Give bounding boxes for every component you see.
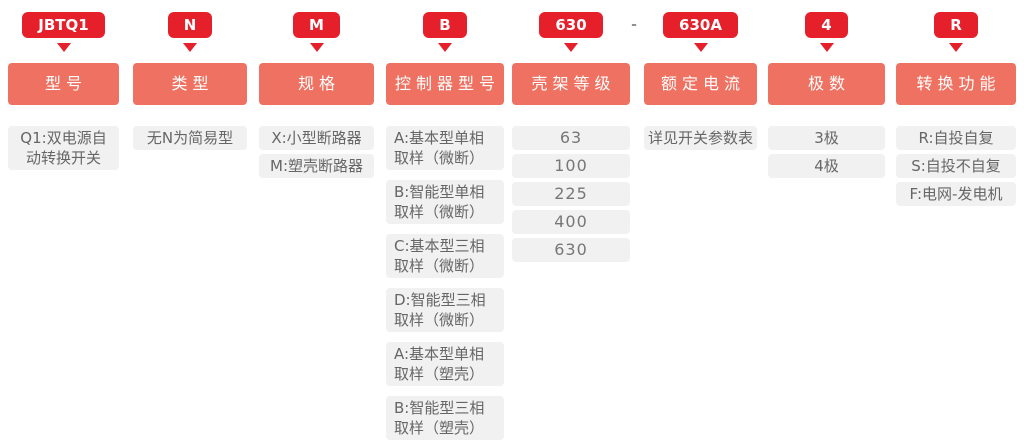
diagram-column-frame: 630 壳架等级 63 100 225 400 630 bbox=[512, 0, 630, 266]
option-box: F:电网-发电机 bbox=[896, 182, 1016, 206]
diagram-column-spec: M 规格 X:小型断路器 M:塑壳断路器 bbox=[259, 0, 374, 182]
code-badge-controller: B bbox=[423, 12, 467, 38]
column-header-poles: 极数 bbox=[768, 63, 885, 105]
code-badge-frame: 630 bbox=[539, 12, 603, 38]
option-box: 3极 bbox=[768, 126, 885, 150]
diagram-column-controller: B 控制器型号 A:基本型单相 取样（微断） B:智能型单相 取样（微断） C:基本… bbox=[386, 0, 504, 447]
option-list-transfer: R:自投自复 S:自投不自复 F:电网-发电机 bbox=[896, 126, 1016, 210]
diagram-column-type: N 类型 无N为简易型 bbox=[133, 0, 247, 154]
diagram-column-transfer: R 转换功能 R:自投自复 S:自投不自复 F:电网-发电机 bbox=[896, 0, 1016, 210]
column-header-model: 型号 bbox=[8, 63, 119, 105]
column-header-frame: 壳架等级 bbox=[512, 63, 630, 105]
code-badge-current: 630A bbox=[663, 12, 738, 38]
code-badge-model: JBTQ1 bbox=[22, 12, 105, 38]
arrow-down-icon-spec bbox=[309, 43, 324, 52]
option-box: 225 bbox=[512, 182, 630, 206]
option-box: C:基本型三相 取样（微断） bbox=[386, 234, 504, 278]
diagram-column-model: JBTQ1 型号 Q1:双电源自 动转换开关 bbox=[8, 0, 119, 180]
option-box: M:塑壳断路器 bbox=[259, 154, 374, 178]
arrow-down-icon-transfer bbox=[949, 43, 963, 52]
option-box: Q1:双电源自 动转换开关 bbox=[8, 126, 119, 170]
option-list-model: Q1:双电源自 动转换开关 bbox=[8, 126, 119, 180]
arrow-down-icon-type bbox=[183, 43, 197, 52]
option-box: 无N为简易型 bbox=[133, 126, 247, 150]
option-box: A:基本型单相 取样（微断） bbox=[386, 126, 504, 170]
option-box: 63 bbox=[512, 126, 630, 150]
code-badge-poles: 4 bbox=[805, 12, 848, 38]
option-box: 400 bbox=[512, 210, 630, 234]
arrow-down-icon-current bbox=[693, 43, 708, 52]
code-separator-dash: - bbox=[631, 17, 637, 33]
option-box: S:自投不自复 bbox=[896, 154, 1016, 178]
option-list-type: 无N为简易型 bbox=[133, 126, 247, 154]
option-list-frame: 63 100 225 400 630 bbox=[512, 126, 630, 266]
column-header-spec: 规格 bbox=[259, 63, 374, 105]
option-box: B:智能型单相 取样（微断） bbox=[386, 180, 504, 224]
option-list-spec: X:小型断路器 M:塑壳断路器 bbox=[259, 126, 374, 182]
diagram-column-current: 630A 额定电流 详见开关参数表 bbox=[644, 0, 757, 154]
column-header-type: 类型 bbox=[133, 63, 247, 105]
column-header-current: 额定电流 bbox=[644, 63, 757, 105]
option-box: A:基本型单相 取样（塑壳） bbox=[386, 342, 504, 386]
column-header-transfer: 转换功能 bbox=[896, 63, 1016, 105]
option-box: 详见开关参数表 bbox=[644, 126, 757, 150]
code-badge-transfer: R bbox=[934, 12, 978, 38]
column-header-controller: 控制器型号 bbox=[386, 63, 504, 105]
option-box: R:自投自复 bbox=[896, 126, 1016, 150]
option-box: 4极 bbox=[768, 154, 885, 178]
option-box: 100 bbox=[512, 154, 630, 178]
code-badge-spec: M bbox=[293, 12, 340, 38]
code-badge-type: N bbox=[167, 12, 213, 38]
option-box: X:小型断路器 bbox=[259, 126, 374, 150]
option-box: D:智能型三相 取样（微断） bbox=[386, 288, 504, 332]
option-list-current: 详见开关参数表 bbox=[644, 126, 757, 154]
arrow-down-icon-frame bbox=[564, 43, 578, 52]
arrow-down-icon-poles bbox=[819, 43, 834, 52]
option-list-controller: A:基本型单相 取样（微断） B:智能型单相 取样（微断） C:基本型三相 取样（微… bbox=[386, 126, 504, 447]
option-box: 630 bbox=[512, 238, 630, 262]
option-box: B:智能型三相 取样（塑壳） bbox=[386, 396, 504, 440]
arrow-down-icon-model bbox=[56, 43, 71, 52]
arrow-down-icon-controller bbox=[438, 43, 452, 52]
